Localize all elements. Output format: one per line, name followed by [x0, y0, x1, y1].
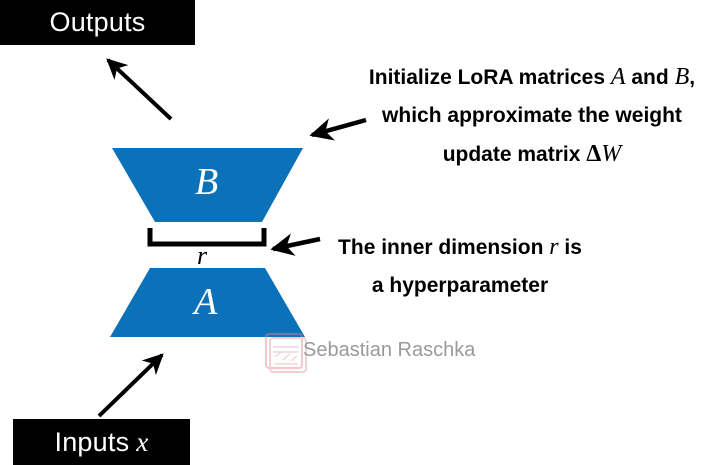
- signature-watermark: Sebastian Raschka: [303, 339, 476, 361]
- lora-line3-prefix: update matrix: [442, 143, 587, 166]
- lora-line1-suffix: ,: [689, 66, 696, 89]
- rank-bracket: [147, 228, 267, 247]
- rank-annotation: The inner dimension r is a hyperparamete…: [330, 228, 590, 305]
- outputs-box: Outputs: [0, 0, 195, 45]
- outputs-label: Outputs: [49, 7, 146, 37]
- matrix-b-trapezoid: [112, 148, 303, 222]
- lora-var-a: A: [610, 64, 626, 90]
- outputs-arrow: [106, 58, 173, 121]
- lora-annotation-line-2: which approximate the weight: [382, 104, 682, 127]
- lora-annotation-line-1: Initialize LoRA matrices A and B,: [352, 58, 712, 97]
- matrix-a-trapezoid: [110, 268, 305, 337]
- lora-annotation: Initialize LoRA matrices A and B, which …: [352, 58, 712, 174]
- rank-annotation-line-1: The inner dimension r is: [330, 228, 590, 267]
- rank-annotation-line-2: a hyperparameter: [371, 274, 549, 297]
- lora-line1-mid: and: [625, 66, 675, 89]
- lora-line1-prefix: Initialize LoRA matrices: [368, 66, 611, 89]
- rank-line1-suffix: is: [558, 236, 582, 259]
- lora-callout-arrow: [309, 117, 367, 141]
- lora-var-w: W: [601, 141, 622, 167]
- inputs-variable: x: [136, 426, 149, 457]
- rank-var-r: r: [549, 234, 559, 260]
- rank-callout-arrow: [270, 233, 321, 256]
- delta-symbol: Δ: [586, 141, 602, 167]
- lora-annotation-line-3: update matrix ΔW: [352, 135, 712, 174]
- lora-var-b: B: [674, 64, 690, 90]
- inputs-label: Inputs: [54, 426, 130, 457]
- rank-line1-prefix: The inner dimension: [338, 236, 550, 259]
- inputs-arrow: [97, 353, 164, 418]
- rank-symbol-label: r: [197, 241, 208, 270]
- stamp-seal-icon: [264, 332, 307, 373]
